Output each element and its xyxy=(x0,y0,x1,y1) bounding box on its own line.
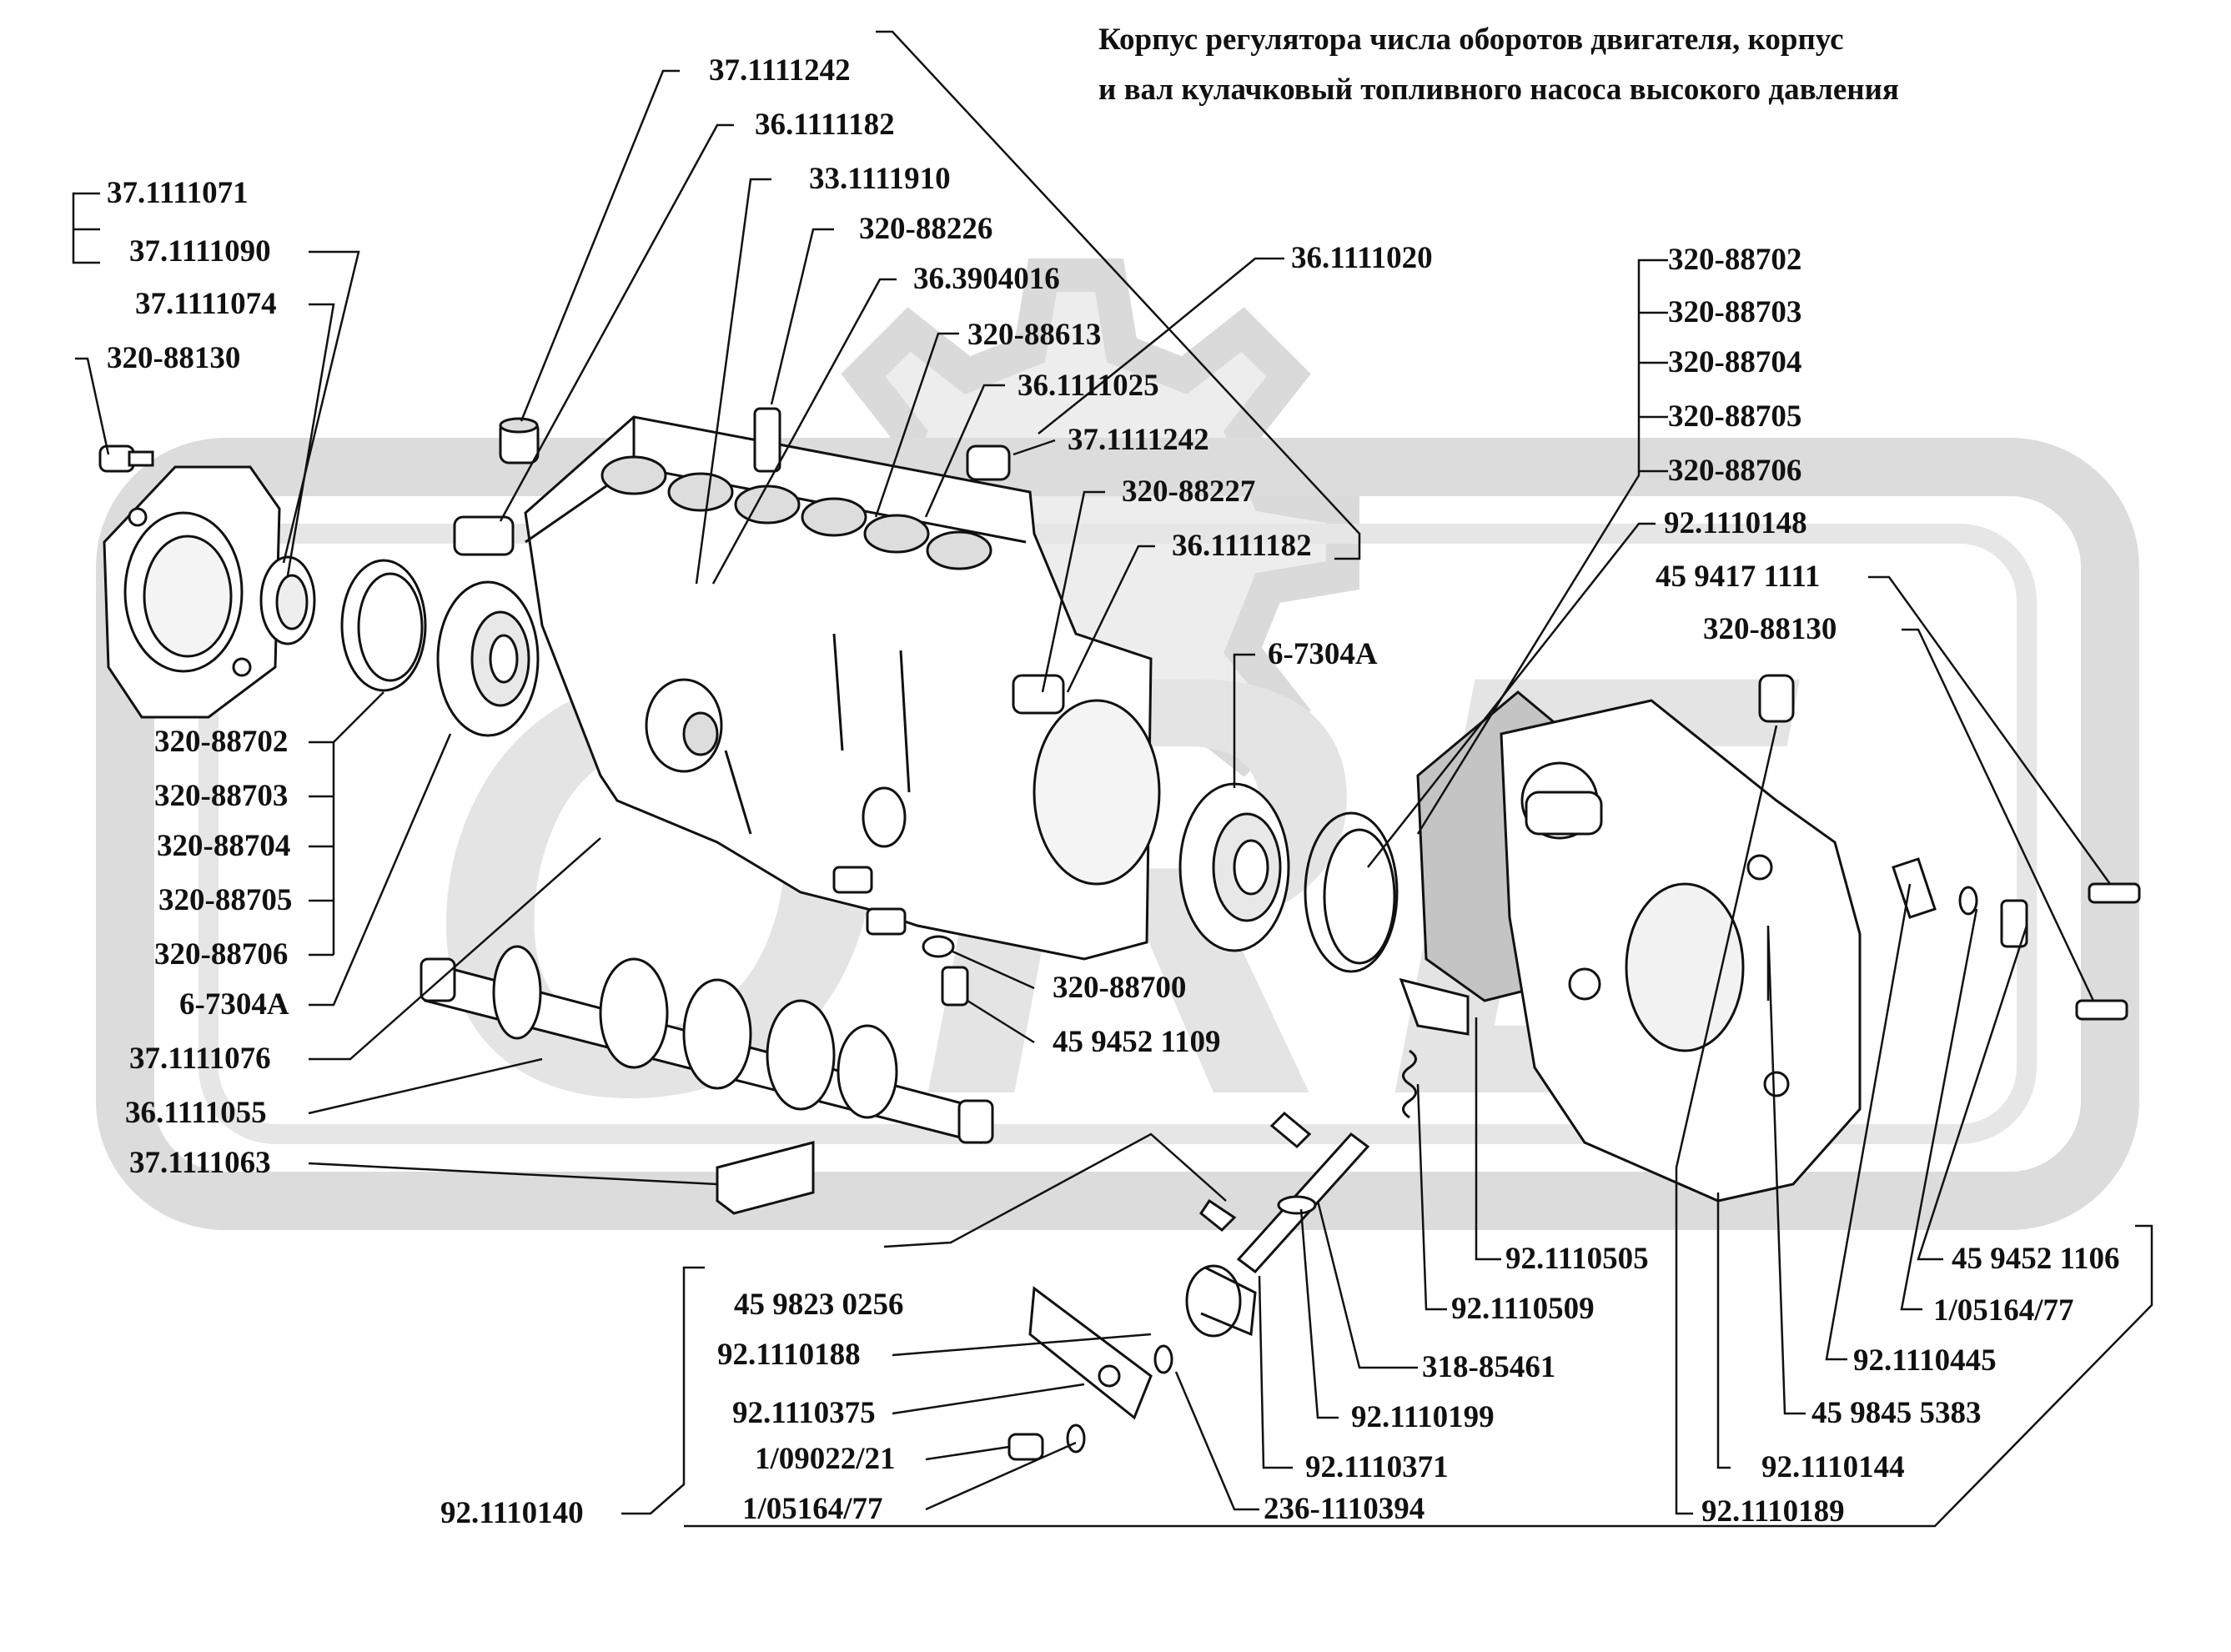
washer-lower xyxy=(1066,1344,1173,1454)
bearing-left xyxy=(436,580,540,737)
washer-right xyxy=(1958,886,1978,916)
threaded-bush xyxy=(1185,1264,1257,1338)
part-label-1-09022-21: 1/09022/21 xyxy=(755,1442,896,1476)
governor-housing xyxy=(1500,699,1862,1203)
part-label-320-88704-left: 320-88704 xyxy=(157,829,291,863)
part-label-92-1110199: 92.1110199 xyxy=(1351,1400,1495,1434)
part-label-320-88702-left: 320-88702 xyxy=(154,725,289,759)
fitting-right xyxy=(1012,674,1065,715)
part-label-92-1110148: 92.1110148 xyxy=(1664,506,1807,540)
part-label-92-1110189: 92.1110189 xyxy=(1701,1494,1845,1529)
part-label-320-88130-left: 320-88130 xyxy=(107,341,241,375)
part-label-320-88700: 320-88700 xyxy=(1053,971,1187,1005)
part-label-320-88227: 320-88227 xyxy=(1122,475,1256,509)
part-label-92-1110188: 92.1110188 xyxy=(717,1338,861,1372)
bearing-half xyxy=(716,1141,815,1215)
cam-shaft xyxy=(420,945,994,1144)
plate-right xyxy=(1892,857,1937,919)
part-label-6-7304a-mid: 6-7304A xyxy=(1268,637,1378,671)
part-label-45-9452-1109: 45 9452 1109 xyxy=(1053,1025,1221,1059)
part-label-320-88705-left: 320-88705 xyxy=(158,883,293,917)
part-label-92-1110140: 92.1110140 xyxy=(440,1496,584,1530)
part-label-92-1110509: 92.1110509 xyxy=(1451,1292,1595,1326)
part-label-320-88705-right: 320-88705 xyxy=(1668,399,1802,434)
stud-top xyxy=(753,407,781,473)
part-label-45-9452-1106: 45 9452 1106 xyxy=(1952,1242,2120,1276)
part-label-320-88706-right: 320-88706 xyxy=(1668,454,1802,488)
part-label-320-88130-right: 320-88130 xyxy=(1703,612,1837,646)
washer-and-bolt xyxy=(922,935,969,1007)
part-label-45-9845-5383: 45 9845 5383 xyxy=(1811,1396,1982,1430)
part-label-92-1110144: 92.1110144 xyxy=(1761,1450,1905,1484)
plug-right xyxy=(966,444,1011,481)
part-label-320-88703-right: 320-88703 xyxy=(1668,295,1802,329)
part-label-37-1111242-right: 37.1111242 xyxy=(1068,423,1209,457)
ring-mid xyxy=(1304,811,1399,973)
fitting-top xyxy=(453,515,515,556)
part-label-37-1111076: 37.1111076 xyxy=(129,1042,271,1076)
lever-upper xyxy=(1399,977,1470,1036)
part-label-37-1111090: 37.1111090 xyxy=(129,234,271,269)
screw-lower xyxy=(1007,1433,1044,1461)
part-label-45-9823-0256: 45 9823 0256 xyxy=(734,1288,904,1322)
screw-lower-right xyxy=(2075,999,2128,1021)
part-label-320-88226: 320-88226 xyxy=(859,212,993,246)
screw-right xyxy=(2000,899,2028,948)
plug-governor xyxy=(1758,674,1795,723)
leader-lines xyxy=(72,30,2153,1528)
pump-body xyxy=(524,415,1161,961)
screw-upper-right xyxy=(2088,882,2141,904)
pin-small xyxy=(1198,1111,1312,1233)
part-label-37-1111071: 37.1111071 xyxy=(107,176,249,210)
watermark-frame-inner xyxy=(198,524,2037,1144)
part-label-37-1111242-top: 37.1111242 xyxy=(709,53,851,88)
part-label-33-1111910: 33.1111910 xyxy=(809,162,951,196)
part-label-236-1110394: 236-1110394 xyxy=(1264,1492,1425,1526)
part-label-320-88704-right: 320-88704 xyxy=(1668,345,1802,379)
spring xyxy=(1402,1049,1417,1119)
part-label-36-1111055: 36.1111055 xyxy=(125,1096,267,1130)
part-label-320-88706-left: 320-88706 xyxy=(154,937,289,972)
diagram-title-line-2: и вал кулачковый топливного насоса высок… xyxy=(1098,73,1899,107)
diagram-title-line-1: Корпус регулятора числа оборотов двигате… xyxy=(1098,23,1844,57)
lever-lower xyxy=(1028,1286,1153,1420)
part-label-36-1111182-right: 36.1111182 xyxy=(1172,529,1312,563)
studs-bottom xyxy=(832,866,907,936)
part-label-320-88613: 320-88613 xyxy=(967,318,1102,352)
ring-set-left xyxy=(340,559,427,692)
part-label-92-1110371: 92.1110371 xyxy=(1305,1450,1449,1484)
oil-seal xyxy=(259,555,316,645)
part-label-45-9417-1111: 45 9417 1111 xyxy=(1656,560,1821,594)
part-label-1-05164-77-right: 1/05164/77 xyxy=(1933,1293,2074,1328)
flange-cover xyxy=(103,465,281,719)
part-label-92-1110505: 92.1110505 xyxy=(1505,1242,1649,1276)
part-label-6-7304a-left: 6-7304A xyxy=(179,987,289,1022)
governor-shaft xyxy=(1236,1132,1370,1274)
part-label-37-1111063: 37.1111063 xyxy=(129,1146,271,1180)
part-label-92-1110375: 92.1110375 xyxy=(732,1396,876,1430)
part-label-320-88702-right: 320-88702 xyxy=(1668,243,1802,277)
part-label-37-1111074: 37.1111074 xyxy=(135,287,277,321)
part-label-36-1111025: 36.1111025 xyxy=(1018,369,1159,403)
part-label-36-1111182-top: 36.1111182 xyxy=(755,108,895,142)
plug-top xyxy=(499,417,540,464)
part-label-1-05164-77-bottom: 1/05164/77 xyxy=(742,1492,883,1526)
part-label-36-1111020: 36.1111020 xyxy=(1291,241,1433,275)
watermark-frame-outer xyxy=(96,438,2139,1230)
part-label-92-1110445: 92.1110445 xyxy=(1853,1343,1997,1378)
bearing-mid xyxy=(1178,782,1290,952)
part-label-320-88703-left: 320-88703 xyxy=(154,779,289,813)
part-label-318-85461: 318-85461 xyxy=(1422,1350,1556,1384)
part-label-36-3904016: 36.3904016 xyxy=(913,262,1060,296)
